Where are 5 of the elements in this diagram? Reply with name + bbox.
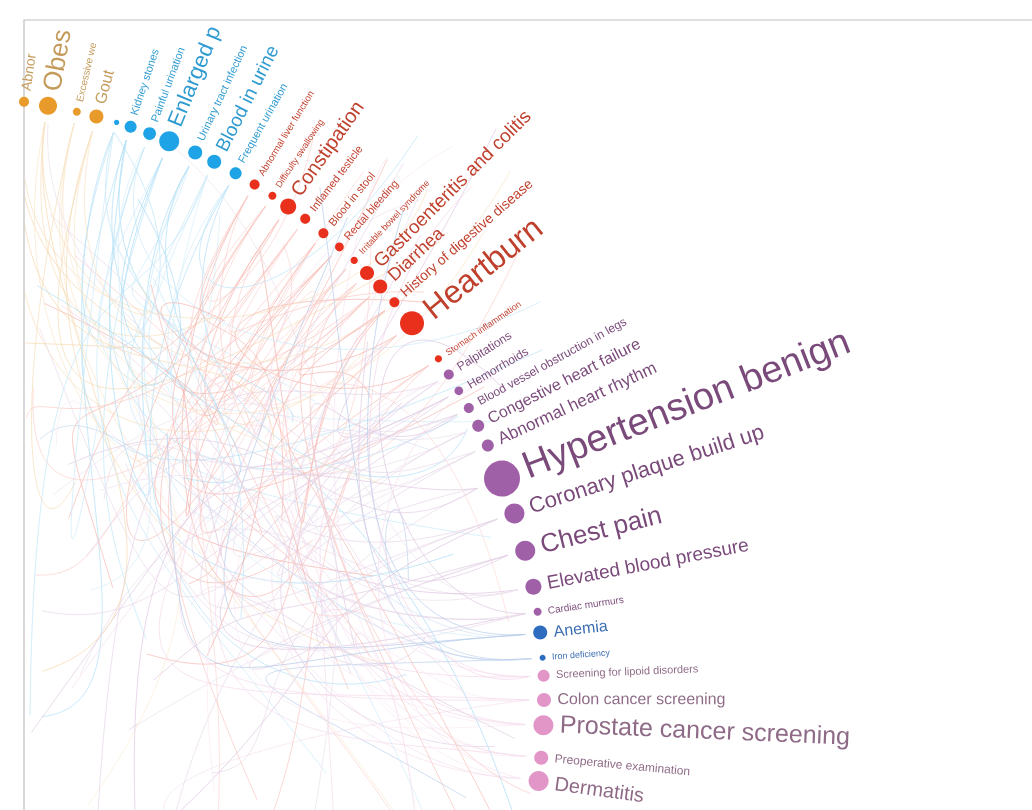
node-label: Chest pain	[541, 508, 662, 552]
node-label: Dermatitis	[555, 776, 644, 802]
node-label: Gout	[95, 69, 114, 104]
node-label: Anemia	[554, 620, 609, 637]
node-label: Obes	[43, 30, 71, 90]
